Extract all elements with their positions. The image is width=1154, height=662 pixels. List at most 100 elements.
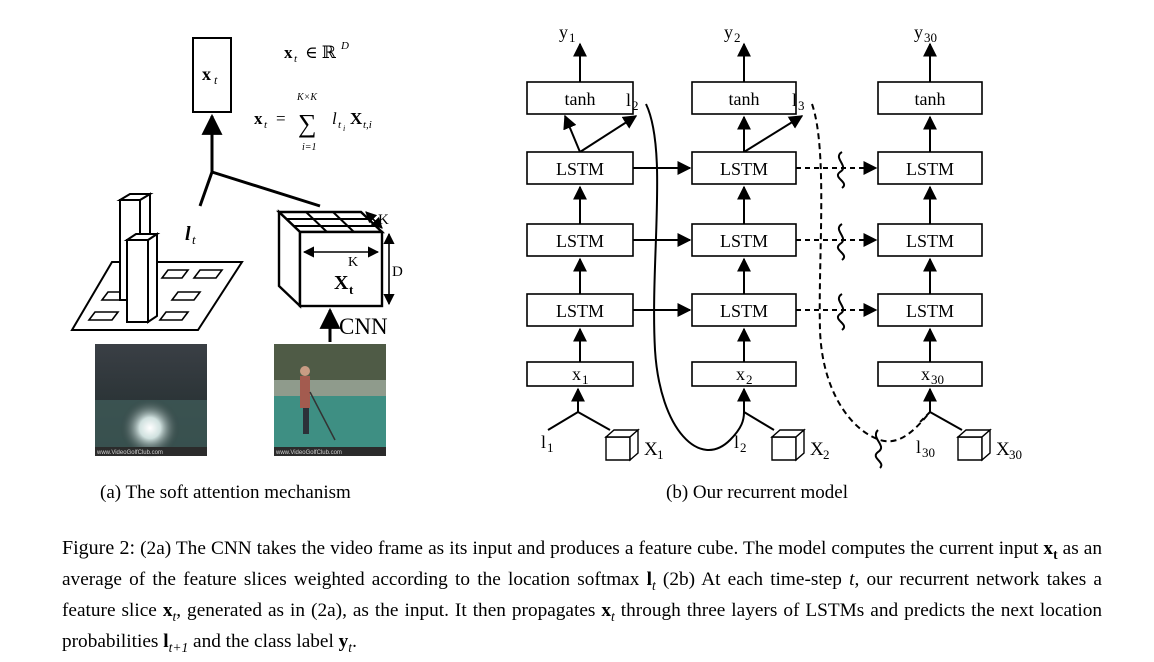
subcaption-b: (b) Our recurrent model	[666, 482, 849, 503]
svg-text:LSTM: LSTM	[720, 301, 768, 321]
svg-text:x: x	[254, 109, 263, 128]
tanh-box-30	[877, 81, 983, 115]
svg-text:30: 30	[922, 445, 935, 460]
l2-label: l	[626, 90, 631, 110]
lstm-2-3	[691, 151, 797, 185]
svg-text:LSTM: LSTM	[720, 159, 768, 179]
equation-xt-sum: x t = K×K ∑ i=1 l t i X t,i	[254, 92, 372, 153]
x30-box	[877, 361, 983, 387]
svg-text:1: 1	[547, 440, 554, 455]
svg-text:2: 2	[740, 440, 747, 455]
y1-label: y	[559, 22, 568, 42]
lstm-30-3	[877, 151, 983, 185]
svg-text:30: 30	[1009, 447, 1022, 462]
l1-label: l	[541, 432, 546, 452]
svg-text:x: x	[921, 364, 930, 384]
svg-text:K×K: K×K	[296, 92, 318, 103]
svg-text:∈ ℝ: ∈ ℝ	[305, 43, 337, 62]
svg-text:1: 1	[582, 372, 589, 387]
lt-label: l	[185, 223, 191, 245]
l3-label: l	[792, 90, 797, 110]
svg-text:2: 2	[823, 447, 830, 462]
X1-cube	[604, 428, 640, 462]
y2-sub: 2	[734, 30, 741, 45]
input-frame-image: www.VideoGolfClub.com	[274, 344, 386, 456]
column-t2: y 2 tanh l 3 LSTM LSTM LSTM x 2 l 2	[691, 22, 830, 462]
recurrent-arrows-2-30	[796, 151, 878, 331]
y30-label: y	[914, 22, 923, 42]
svg-text:t: t	[338, 119, 342, 131]
l3-feedback-curve	[811, 103, 931, 443]
svg-text:LSTM: LSTM	[720, 231, 768, 251]
svg-text:LSTM: LSTM	[906, 159, 954, 179]
svg-text:X: X	[350, 109, 363, 128]
svg-text:x: x	[284, 43, 293, 62]
tanh-box-2	[691, 81, 797, 115]
svg-text:i=1: i=1	[302, 142, 317, 153]
recurrent-arrows-1-2	[633, 161, 692, 317]
tanh-box-1	[526, 81, 634, 115]
caption-label: Figure 2:	[62, 537, 136, 559]
subcaption-a: (a) The soft attention mechanism	[100, 482, 351, 503]
figure-2: x t x t ∈ ℝ D x t = K×K ∑ i=1 l t i X t,…	[70, 22, 1022, 469]
figure-caption: Figure 2: (2a) The CNN takes the video f…	[62, 537, 1103, 655]
lstm-30-1	[877, 293, 983, 327]
dim-k-top: K	[378, 212, 389, 228]
svg-text:x: x	[572, 364, 581, 384]
svg-text:X: X	[996, 439, 1010, 460]
attention-frame-image: www.VideoGolfClub.com	[95, 344, 207, 458]
svg-text:X: X	[810, 439, 824, 460]
lstm-2-2	[691, 223, 797, 257]
y30-sub: 30	[924, 30, 937, 45]
svg-text:LSTM: LSTM	[556, 301, 604, 321]
svg-text:30: 30	[931, 372, 944, 387]
svg-text:2: 2	[632, 98, 639, 113]
column-t1: y 1 tanh l 2 LSTM LSTM LSTM x 1 l 1	[526, 22, 664, 462]
column-t30: y 30 tanh LSTM LSTM LSTM x 30 l 30	[877, 22, 1022, 462]
X30-cube	[956, 428, 992, 462]
X2-cube	[770, 428, 806, 462]
svg-text:tanh: tanh	[565, 89, 596, 109]
y1-sub: 1	[569, 30, 576, 45]
svg-text:LSTM: LSTM	[906, 231, 954, 251]
y2-label: y	[724, 22, 733, 42]
svg-text:i: i	[343, 124, 345, 133]
x2-box	[691, 361, 797, 387]
cube-sub: t	[349, 282, 354, 297]
cnn-label: CNN	[339, 314, 388, 339]
svg-text:l: l	[332, 109, 337, 128]
xt-box	[192, 37, 232, 113]
svg-text:3: 3	[798, 98, 805, 113]
location-softmax-grid	[70, 192, 244, 331]
svg-text:tanh: tanh	[915, 89, 946, 109]
xt-box-label: x	[202, 64, 211, 84]
svg-text:∑: ∑	[298, 109, 317, 138]
svg-text:LSTM: LSTM	[556, 231, 604, 251]
l30-label: l	[916, 437, 921, 457]
panel-attention: x t x t ∈ ℝ D x t = K×K ∑ i=1 l t i X t,…	[70, 37, 403, 458]
svg-text:D: D	[340, 40, 349, 52]
svg-text:=: =	[276, 109, 286, 128]
feature-cube	[276, 209, 385, 309]
svg-text:2: 2	[746, 372, 753, 387]
lt-sub: t	[192, 232, 196, 247]
svg-text:LSTM: LSTM	[556, 159, 604, 179]
l2-feedback-curve	[645, 103, 745, 451]
dim-k-inner: K	[348, 255, 358, 270]
svg-text:t: t	[294, 53, 298, 65]
equation-xt-domain: x t ∈ ℝ D	[284, 40, 349, 65]
dim-d: D	[392, 264, 403, 280]
lstm-30-2	[877, 223, 983, 257]
svg-text:t: t	[264, 119, 268, 131]
svg-text:X: X	[644, 439, 658, 460]
svg-text:tanh: tanh	[729, 89, 760, 109]
xt-box-sub: t	[214, 73, 218, 87]
l2-input-label: l	[734, 432, 739, 452]
svg-text:1: 1	[657, 447, 664, 462]
panel-recurrent: y 1 tanh l 2 LSTM LSTM LSTM x 1 l 1	[526, 22, 1022, 469]
svg-text:www.VideoGolfClub.com: www.VideoGolfClub.com	[96, 450, 163, 456]
cube-label: X	[334, 272, 349, 294]
lstm-1-1	[526, 293, 634, 327]
caption-text: (2a) The CNN takes the video frame as it…	[135, 538, 1044, 559]
svg-text:x: x	[736, 364, 745, 384]
